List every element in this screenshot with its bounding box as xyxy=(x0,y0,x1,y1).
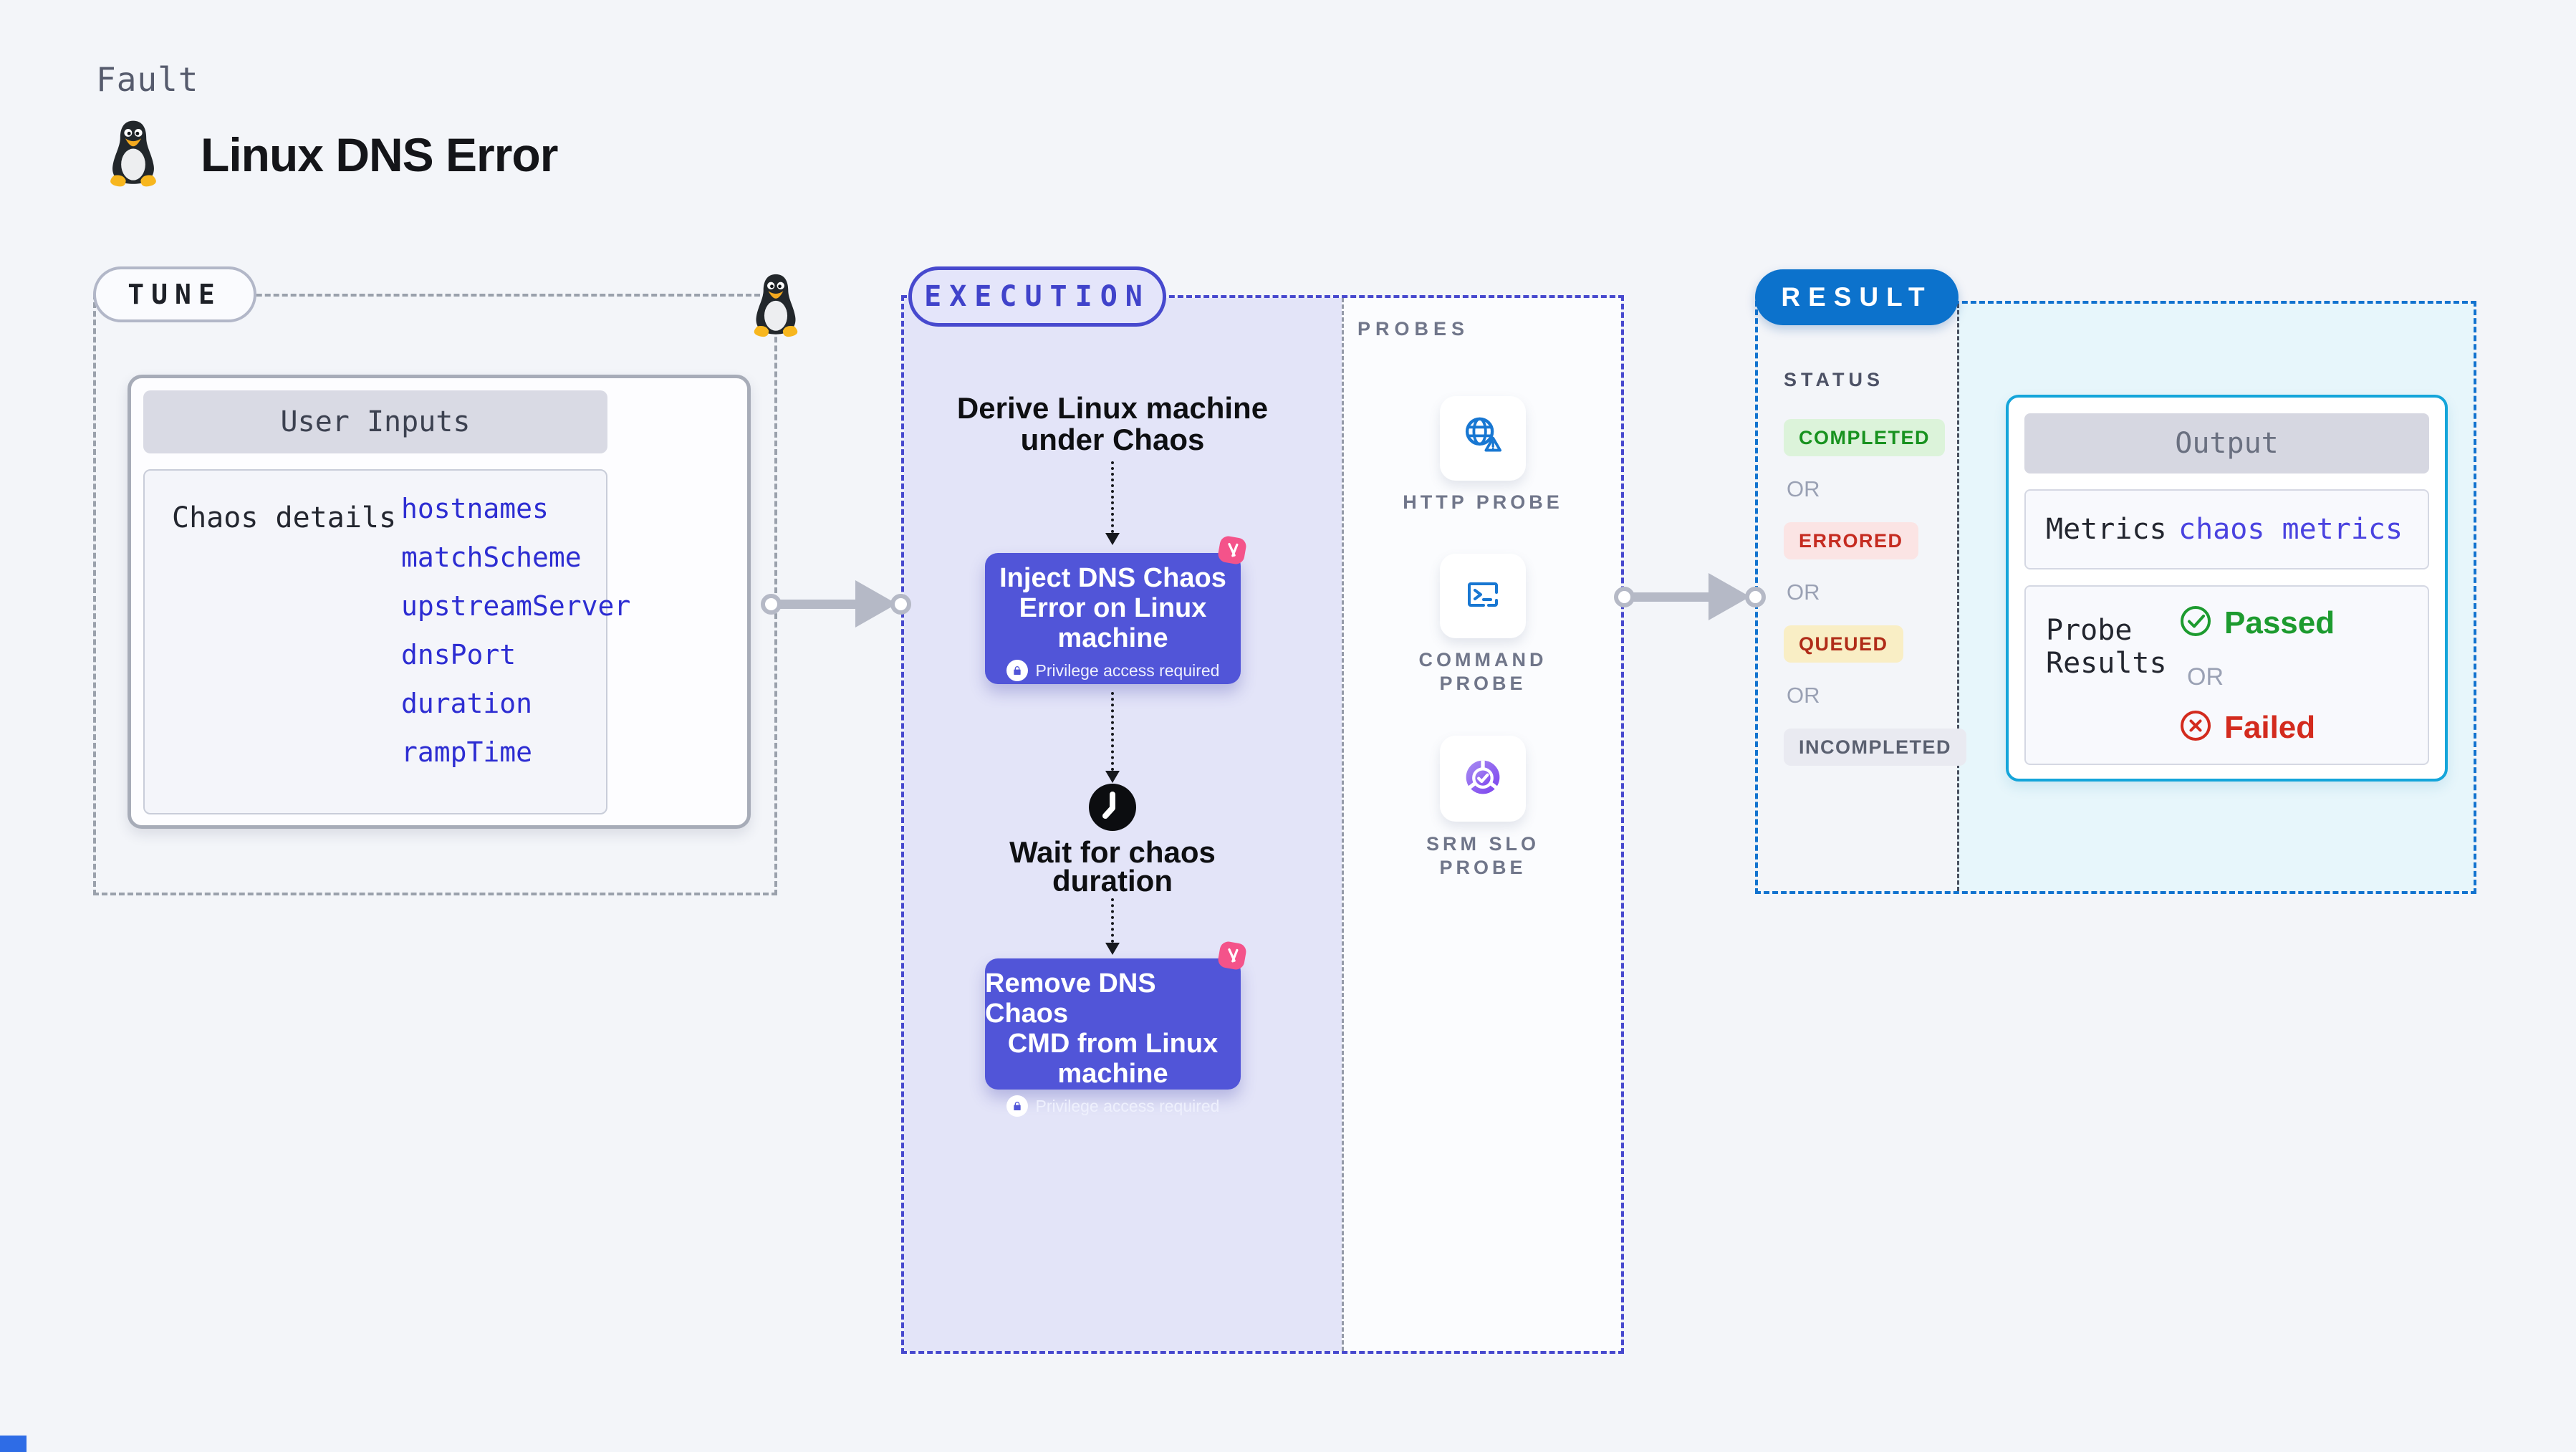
clock-icon xyxy=(1089,784,1136,831)
result-divider xyxy=(1957,304,1959,891)
chaos-details-label: Chaos details xyxy=(172,501,397,534)
result-section-pill: RESULT xyxy=(1755,269,1959,325)
user-inputs-header: User Inputs xyxy=(143,390,607,453)
probe-results-row: Probe Results Passed OR xyxy=(2024,585,2429,765)
metrics-value: chaos metrics xyxy=(2178,513,2403,546)
flow-dotted-line xyxy=(1111,461,1114,533)
or-label: OR xyxy=(1787,580,1820,605)
chaos-fault-icon xyxy=(1211,934,1254,977)
status-badge-incompleted: INCOMPLETED xyxy=(1784,729,1967,766)
page-title: Linux DNS Error xyxy=(201,128,558,181)
execution-to-result-arrowhead xyxy=(1708,573,1750,620)
input-param: matchScheme xyxy=(401,542,582,573)
input-param: hostnames xyxy=(401,493,549,524)
lock-icon xyxy=(1006,1095,1028,1117)
linux-tux-icon-small xyxy=(749,272,802,338)
probes-divider xyxy=(1342,298,1344,1351)
linux-tux-icon xyxy=(105,119,162,188)
status-stack: COMPLETED OR ERRORED OR QUEUED OR INCOMPLETED xyxy=(1784,419,1967,766)
connector-dot xyxy=(1614,587,1635,607)
verdict-column: Passed OR Failed xyxy=(2178,604,2335,746)
chaos-details-row xyxy=(143,469,607,814)
flow-arrowhead xyxy=(1105,533,1120,545)
connector-dot xyxy=(761,594,782,615)
tune-section-pill: TUNE xyxy=(93,266,256,322)
inject-dns-chaos-step[interactable]: Inject DNS Chaos Error on Linux machine … xyxy=(985,553,1241,684)
check-circle-icon xyxy=(2178,604,2213,642)
input-param: upstreamServer xyxy=(401,590,631,622)
passed-label: Passed xyxy=(2224,605,2335,640)
http-probe-card[interactable] xyxy=(1440,396,1526,481)
command-probe-icon xyxy=(1460,572,1506,621)
command-probe-card[interactable] xyxy=(1440,554,1526,638)
connector-dot xyxy=(890,594,911,615)
tune-to-execution-arrow xyxy=(772,600,855,609)
flow-arrowhead xyxy=(1105,771,1120,783)
derive-step-label: Derive Linux machine under Chaos xyxy=(956,391,1269,456)
flow-dotted-line xyxy=(1111,898,1114,943)
srm-slo-probe-card[interactable] xyxy=(1440,736,1526,822)
execution-section-box xyxy=(901,295,1624,1354)
chaos-fault-icon xyxy=(1211,529,1254,572)
failed-row: Failed xyxy=(2178,708,2315,746)
status-badge-errored: ERRORED xyxy=(1784,522,1918,559)
chaos-inputs-list: hostnames matchScheme upstreamServer dnsPor… xyxy=(401,484,630,777)
privilege-chip: Privilege access required xyxy=(1006,660,1219,681)
connector-dot xyxy=(1745,587,1766,607)
execution-to-result-arrow xyxy=(1625,592,1708,602)
probes-title: PROBES xyxy=(1357,318,1470,340)
srm-slo-probe-icon xyxy=(1458,753,1507,805)
status-badge-completed: COMPLETED xyxy=(1784,419,1946,456)
output-header: Output xyxy=(2024,413,2429,473)
input-param: duration xyxy=(401,688,533,719)
tune-to-execution-arrowhead xyxy=(855,580,897,628)
http-probe-icon xyxy=(1458,412,1508,466)
passed-row: Passed xyxy=(2178,604,2335,642)
input-param: dnsPort xyxy=(401,639,516,670)
or-label: OR xyxy=(2187,663,2224,691)
failed-label: Failed xyxy=(2224,709,2316,745)
input-param: rampTime xyxy=(401,736,533,768)
metrics-row: Metrics chaos metrics xyxy=(2024,489,2429,569)
metrics-label: Metrics xyxy=(2046,513,2167,546)
http-probe-label: HTTP PROBE xyxy=(1403,491,1563,513)
status-title: STATUS xyxy=(1784,369,1884,390)
fault-kind-label: Fault xyxy=(96,60,199,99)
output-card: Output Metrics chaos metrics Probe Resul… xyxy=(2006,395,2448,782)
flow-dotted-line xyxy=(1111,692,1114,771)
corner-artifact xyxy=(0,1436,27,1452)
lock-icon xyxy=(1006,660,1028,681)
remove-dns-chaos-step[interactable]: Remove DNS Chaos CMD from Linux machine … xyxy=(985,958,1241,1117)
or-label: OR xyxy=(1787,476,1820,501)
probe-results-label: Probe Results xyxy=(2046,614,2167,680)
privilege-chip: Privilege access required xyxy=(1006,1095,1219,1117)
execution-section-pill: EXECUTION xyxy=(908,266,1166,327)
or-label: OR xyxy=(1787,683,1820,708)
x-circle-icon xyxy=(2178,708,2213,746)
wait-step-label: Wait for chaos duration xyxy=(1009,835,1216,898)
status-badge-queued: QUEUED xyxy=(1784,625,1903,663)
flow-arrowhead xyxy=(1105,943,1120,955)
